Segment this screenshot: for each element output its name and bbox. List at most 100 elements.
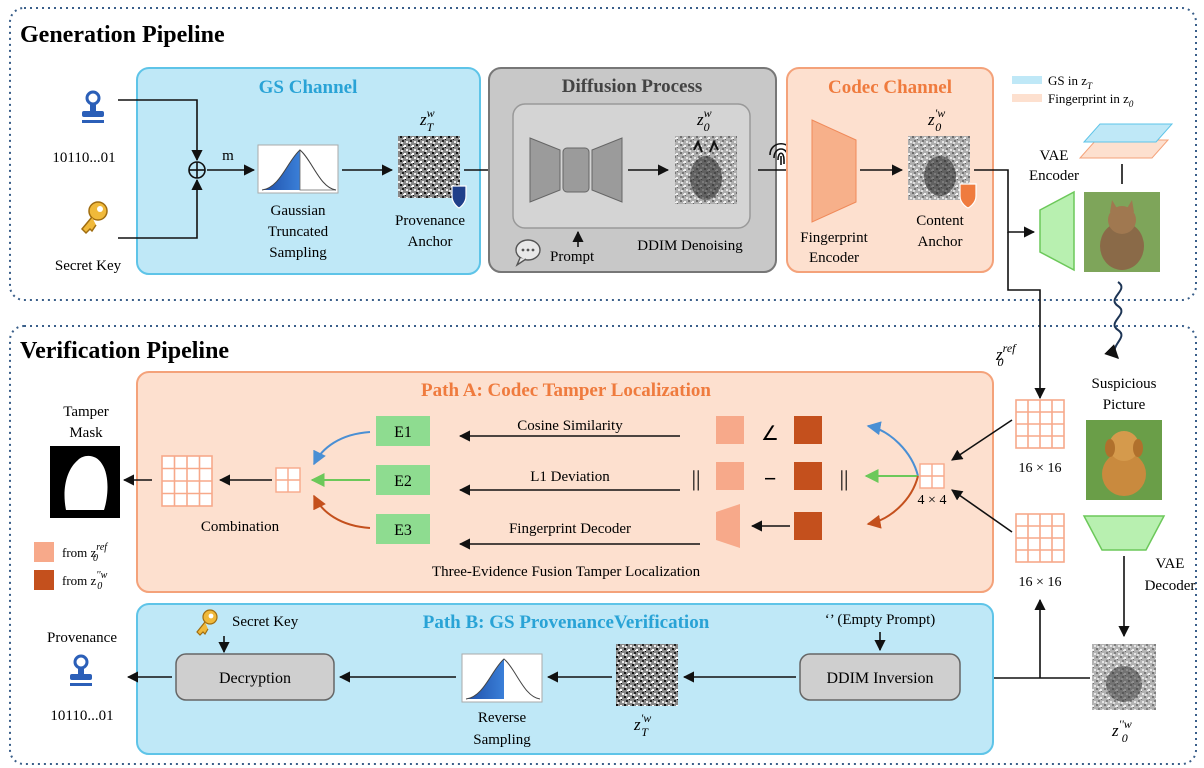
- content-anchor-label-2: Anchor: [918, 234, 963, 250]
- verification-section: [9, 325, 1197, 765]
- ref-square-2: [716, 462, 744, 490]
- fingerprint-encoder-shape: [811, 119, 857, 223]
- tamper-mask-label-1: Tamper: [63, 404, 109, 420]
- arrow-content-vae: [974, 169, 1036, 238]
- provenance-stamp-icon: [70, 654, 92, 686]
- path-b-title: Path B: GS ProvenanceVerification: [423, 612, 710, 633]
- bitstring-top: 10110...01: [52, 150, 115, 166]
- provenance-anchor-noise: [398, 136, 460, 198]
- fingerprint-encoder-label-1: Fingerprint: [800, 230, 868, 246]
- gaussian-label-3: Sampling: [269, 245, 327, 261]
- generated-cat-image: [1084, 192, 1160, 272]
- generation-title: Generation Pipeline: [20, 22, 225, 48]
- w-square-3: [794, 512, 822, 540]
- vae-decoder-label-1: VAE: [1156, 556, 1185, 572]
- arrow-to-zref: [1007, 232, 1046, 400]
- l1-label: L1 Deviation: [530, 469, 610, 485]
- e1-label: E1: [394, 424, 412, 441]
- provenance-anchor-label-1: Provenance: [395, 213, 465, 229]
- grid-zref: [1015, 399, 1065, 449]
- gaussian-label-1: Gaussian: [271, 203, 326, 219]
- arrow-grid-top-small: [951, 419, 1013, 461]
- shield-icon: [451, 185, 467, 209]
- gs-channel-title: GS Channel: [259, 77, 358, 98]
- vae-encoder-label-1: VAE: [1040, 148, 1069, 164]
- grid-bottom-label: 16 × 16: [1019, 575, 1062, 590]
- gaussian-plot: [257, 144, 339, 194]
- verification-title: Verification Pipeline: [20, 338, 229, 364]
- stamp-icon: [82, 90, 104, 123]
- e2-box: [376, 465, 430, 495]
- decryption-label: Decryption: [219, 670, 291, 687]
- legend-gs-swatch: [1012, 76, 1042, 84]
- zpp-latent-image: [1092, 644, 1156, 710]
- diffusion-title: Diffusion Process: [562, 76, 703, 97]
- arrow-grid-bottom-small: [951, 489, 1013, 533]
- path-b-secret-key: Secret Key: [232, 614, 299, 630]
- path-a-title: Path A: Codec Tamper Localization: [421, 380, 711, 401]
- decryption-box: [175, 653, 335, 701]
- branch-blue-right: [866, 421, 919, 477]
- branch-orange-right: [866, 475, 919, 529]
- legend-w-swatch: [34, 570, 54, 590]
- ddim-denoising-label: DDIM Denoising: [637, 238, 743, 254]
- cosine-label: Cosine Similarity: [517, 418, 623, 434]
- z0-latent-image: [675, 136, 737, 204]
- comb-big-grid: [161, 455, 213, 507]
- suspicious-label-1: Suspicious: [1091, 376, 1156, 392]
- angle-symbol: ∠: [761, 423, 779, 445]
- e3-box: [376, 514, 430, 544]
- vae-decoder-label-2: Decoder: [1145, 578, 1196, 594]
- legend-ref-swatch: [34, 542, 54, 562]
- suspicious-label-2: Picture: [1103, 397, 1146, 413]
- legend-fp-swatch: [1012, 94, 1042, 102]
- arrow-bits-xor: [118, 99, 203, 162]
- bars-right: ||: [840, 466, 849, 491]
- vae-decoder-shape: [1082, 515, 1166, 551]
- codec-channel-title: Codec Channel: [828, 77, 952, 98]
- vae-encoder-shape: [1039, 190, 1075, 272]
- secret-key-label: Secret Key: [55, 258, 122, 274]
- chat-icon: [515, 239, 541, 267]
- minus-symbol: −: [764, 466, 777, 491]
- arrow-key-xor: [118, 178, 203, 239]
- prompt-label: Prompt: [550, 249, 595, 265]
- tamper-mask-label-2: Mask: [69, 425, 103, 441]
- content-anchor-label-1: Content: [916, 213, 964, 229]
- grid-zw: [1015, 513, 1065, 563]
- wavy-arrow: [1104, 281, 1123, 359]
- bitstring-bottom: 10110...01: [50, 708, 113, 724]
- e2-label: E2: [394, 473, 412, 490]
- combination-label: Combination: [201, 519, 280, 535]
- w-square-1: [794, 416, 822, 444]
- suspicious-dog-image: [1086, 420, 1162, 500]
- vae-encoder-label-2: Encoder: [1029, 168, 1079, 184]
- comb-orange: [313, 494, 371, 529]
- tamper-mask-image: [50, 446, 120, 518]
- key-icon: [80, 201, 108, 235]
- legend-gs-label: GS in zT: [1048, 73, 1093, 91]
- e1-box: [376, 416, 430, 446]
- ddim-inversion-box: [799, 653, 961, 701]
- legend-fp-label: Fingerprint in z0: [1048, 91, 1134, 109]
- e3-label: E3: [394, 522, 412, 539]
- content-shield-icon: [959, 183, 977, 209]
- reverse-sampling-label-1: Reverse: [478, 710, 527, 726]
- comb-blue: [313, 431, 371, 466]
- empty-prompt-label: ‘’ (Empty Prompt): [825, 612, 936, 628]
- bars-left: ||: [692, 466, 701, 491]
- zt-prime-noise: [616, 644, 678, 706]
- provenance-anchor-label-2: Anchor: [408, 234, 453, 250]
- decoder-label: Fingerprint Decoder: [509, 521, 631, 537]
- fingerprint-decoder-shape: [716, 504, 740, 548]
- provenance-label: Provenance: [47, 630, 117, 646]
